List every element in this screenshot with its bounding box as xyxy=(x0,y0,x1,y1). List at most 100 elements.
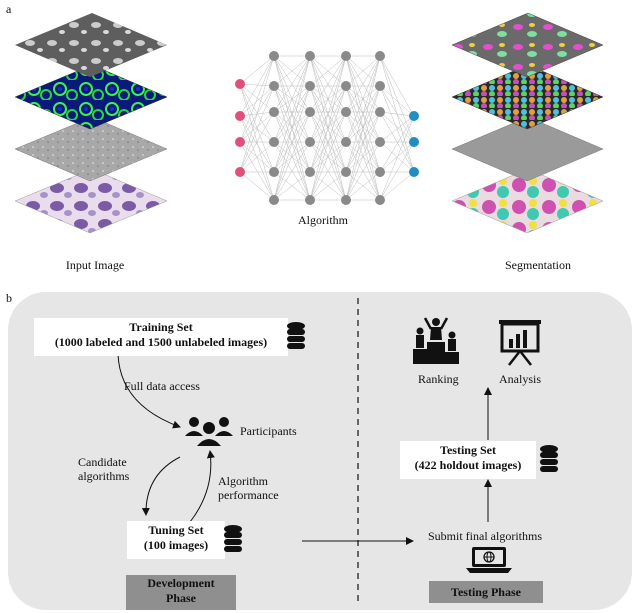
nn-hidden-node xyxy=(375,167,385,177)
database-icon xyxy=(224,525,242,552)
nn-edge xyxy=(345,55,381,201)
testing-set-subtitle: (422 holdout images) xyxy=(414,458,522,472)
nn-edge xyxy=(273,171,311,201)
nn-edge xyxy=(239,171,275,201)
nn-output-node xyxy=(409,111,419,121)
nn-edge xyxy=(379,171,415,201)
nn-edge xyxy=(309,85,347,201)
nn-edge xyxy=(345,111,381,201)
nn-edge xyxy=(345,55,381,173)
nn-hidden-node xyxy=(341,81,351,91)
segmentation-caption: Segmentation xyxy=(505,258,571,272)
nn-edge xyxy=(345,55,381,113)
nn-hidden-node xyxy=(375,107,385,117)
laptop-globe-icon xyxy=(466,547,512,573)
nn-hidden-node xyxy=(341,51,351,61)
nn-edge xyxy=(309,55,347,113)
nn-edge xyxy=(309,55,347,87)
nn-edge xyxy=(345,85,381,201)
testing-phase-box: Testing Phase xyxy=(429,581,543,603)
nn-edge xyxy=(273,55,311,87)
podium-icon xyxy=(413,317,459,364)
nn-hidden-node xyxy=(305,107,315,117)
nn-edge xyxy=(379,115,415,201)
nn-hidden-node xyxy=(305,167,315,177)
nn-edge xyxy=(273,55,311,113)
nn-hidden-node xyxy=(305,137,315,147)
nn-edge xyxy=(379,141,415,173)
nn-hidden-node xyxy=(341,137,351,147)
nn-output-node xyxy=(409,167,419,177)
nn-edge xyxy=(379,55,415,117)
nn-input-node xyxy=(235,137,245,147)
nn-edge xyxy=(239,141,275,201)
database-icon xyxy=(540,445,558,472)
nn-edge xyxy=(379,85,415,117)
nn-edge xyxy=(379,55,415,143)
ranking-label: Ranking xyxy=(418,372,459,386)
nn-edge xyxy=(239,83,275,173)
nn-edge xyxy=(239,83,275,87)
development-phase-box: Development Phase xyxy=(126,575,236,610)
nn-edge xyxy=(239,55,275,85)
nn-edge xyxy=(345,55,381,143)
nn-edge xyxy=(239,83,275,113)
nn-edge xyxy=(273,141,311,173)
neural-network-diagram xyxy=(239,55,415,201)
analysis-label: Analysis xyxy=(499,372,541,386)
nn-edge xyxy=(239,141,275,173)
nn-edge xyxy=(273,55,311,143)
nn-edge xyxy=(309,111,347,173)
nn-output-node xyxy=(409,137,419,147)
nn-input-node xyxy=(235,111,245,121)
submit-final-label: Submit final algorithms xyxy=(428,529,542,543)
nn-edge xyxy=(273,55,311,173)
nn-edge xyxy=(273,141,311,201)
nn-edge xyxy=(239,115,275,201)
nn-hidden-node xyxy=(375,51,385,61)
nn-hidden-node xyxy=(269,167,279,177)
nn-input-node xyxy=(235,167,245,177)
training-set-box: Training Set (1000 labeled and 1500 unla… xyxy=(34,318,288,356)
nn-edge xyxy=(273,111,311,201)
nn-hidden-node xyxy=(375,195,385,205)
nn-hidden-node xyxy=(269,81,279,91)
candidate-arrow xyxy=(141,456,181,516)
nn-edge xyxy=(379,115,415,143)
nn-edge xyxy=(379,115,415,173)
training-set-subtitle: (1000 labeled and 1500 unlabeled images) xyxy=(54,335,268,349)
nn-input-node xyxy=(235,79,245,89)
nn-edge xyxy=(345,171,381,201)
nn-edge xyxy=(309,55,347,173)
tuning-set-box: Tuning Set (100 images) xyxy=(127,521,225,559)
nn-hidden-node xyxy=(269,51,279,61)
nn-edge xyxy=(345,141,381,201)
nn-hidden-node xyxy=(341,107,351,117)
input-image-caption: Input Image xyxy=(65,258,125,272)
nn-edge xyxy=(239,85,275,117)
nn-edge xyxy=(379,111,415,143)
nn-edge xyxy=(239,85,275,173)
tuning-set-title: Tuning Set xyxy=(148,523,204,537)
candidate-algorithms-label: Candidate algorithms xyxy=(78,455,130,483)
nn-hidden-node xyxy=(269,137,279,147)
panel-a-graphic xyxy=(14,12,604,234)
nn-hidden-node xyxy=(305,51,315,61)
training-set-title: Training Set xyxy=(129,320,193,334)
nn-edge xyxy=(379,141,415,201)
full-data-access-label: Full data access xyxy=(124,379,200,393)
nn-edge xyxy=(273,111,311,173)
nn-edge xyxy=(273,85,311,201)
testing-set-title: Testing Set xyxy=(440,443,496,457)
nn-hidden-node xyxy=(305,81,315,91)
nn-hidden-node xyxy=(305,195,315,205)
nn-edge xyxy=(345,141,381,173)
nn-edge xyxy=(309,55,347,143)
algorithm-performance-label: Algorithm performance xyxy=(218,474,279,502)
nn-hidden-node xyxy=(341,195,351,205)
nn-edge xyxy=(239,55,275,143)
participants-label: Participants xyxy=(240,424,297,438)
nn-hidden-node xyxy=(375,81,385,91)
participants-icon xyxy=(185,417,233,446)
nn-edge xyxy=(239,111,275,143)
